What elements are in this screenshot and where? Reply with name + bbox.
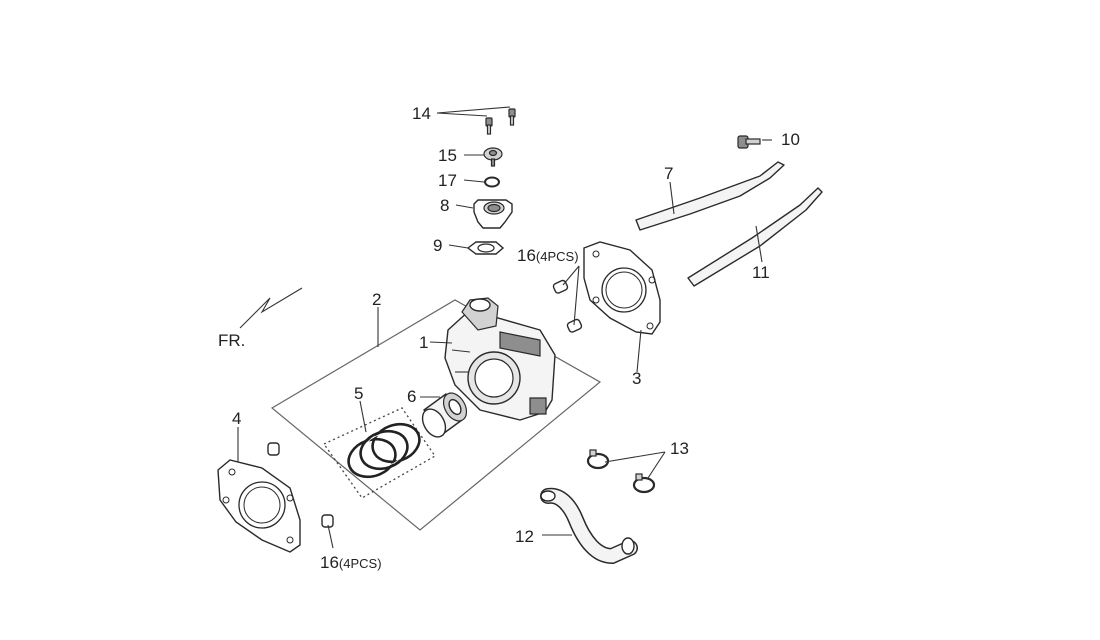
chain-guide-part-11 [687,187,823,287]
front-marker: FR. [218,331,246,350]
water-hose-part-12 [540,487,638,565]
callout-10: 10 [781,130,800,149]
callout-16-bottom-qty: (4PCS) [338,556,382,571]
callout-6: 6 [407,387,417,406]
cylinder-kit-frame [270,299,602,531]
callout-7: 7 [664,164,674,183]
dowel-pins-bottom-part-16 [267,442,334,528]
callout-16-bottom: 16(4PCS) [320,554,382,571]
callout-16-top-qty: (4PCS) [535,249,579,264]
base-gasket-part-4 [217,459,301,553]
callout-13: 13 [670,439,689,458]
callout-15: 15 [438,146,457,165]
bolt-part-14 [485,108,516,135]
callout-16-top-number: 16 [517,246,536,265]
screw-part-15 [483,147,503,167]
piston-part-6 [421,392,468,438]
head-gasket-part-3 [583,241,661,335]
callout-5: 5 [354,384,364,403]
front-direction-arrow [239,287,303,329]
bolt-part-10 [737,135,761,149]
o-ring-part-17 [484,176,500,188]
piston-ring-set-frame [323,407,436,499]
cylinder-part-1 [444,297,556,421]
thermostat-housing-part-8 [473,199,513,229]
callout-16-top: 16(4PCS) [517,247,579,264]
hose-clamps-part-13 [586,449,656,494]
chain-guide-part-7 [635,161,785,231]
callout-11: 11 [752,263,770,282]
callout-12: 12 [515,527,534,546]
callout-1: 1 [419,333,429,352]
gasket-part-9 [466,241,505,255]
callout-16-bottom-number: 16 [320,553,339,572]
leader-lines [237,106,772,549]
callout-3: 3 [632,369,642,388]
callout-9: 9 [433,236,443,255]
callout-17: 17 [438,171,457,190]
callout-4: 4 [232,409,242,428]
callout-14: 14 [412,104,431,123]
callout-2: 2 [372,290,382,309]
callout-8: 8 [440,196,450,215]
dowel-pins-top-part-16 [552,279,583,333]
piston-rings-part-5 [347,422,421,479]
